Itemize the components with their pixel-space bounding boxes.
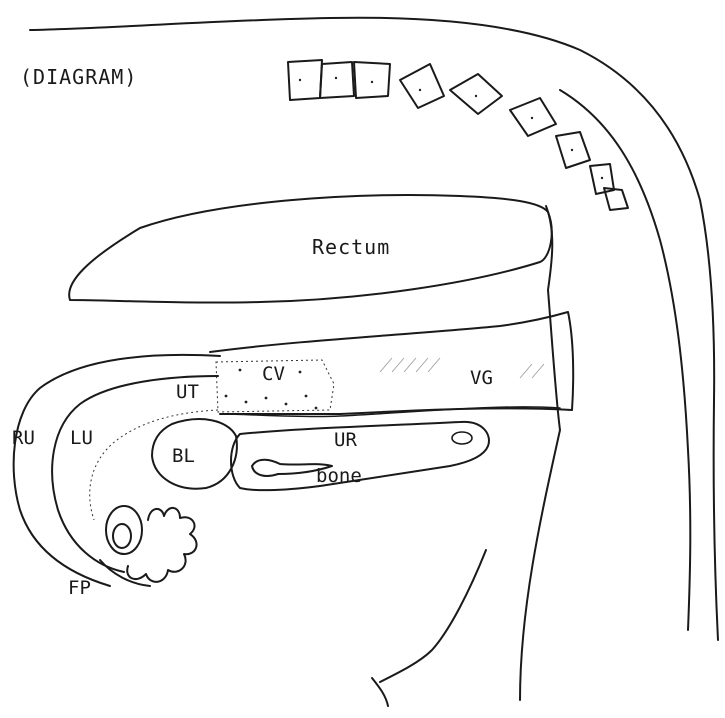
urethra-opening (452, 432, 472, 444)
lower-curve (380, 550, 486, 682)
back-outline (30, 18, 718, 640)
label-ut: UT (176, 381, 199, 403)
label-rectum: Rectum (312, 235, 390, 259)
fallopian-connection (100, 560, 150, 586)
rectum-outline (69, 195, 552, 303)
vertebrae (288, 60, 628, 210)
rectum-to-anus-line (520, 206, 560, 700)
vagina-hatching (380, 358, 544, 378)
label-ur: UR (334, 429, 357, 451)
left-uterine-horn-outline (52, 376, 218, 572)
label-bl: BL (172, 445, 195, 467)
label-bone: bone (316, 465, 362, 487)
diagram-title: (DIAGRAM) (20, 65, 137, 89)
ovary-inner (113, 524, 131, 548)
inner-spine-outline (560, 90, 690, 630)
label-ru: RU (12, 427, 35, 449)
label-cv: CV (262, 363, 285, 385)
label-vg: VG (470, 367, 493, 389)
label-fp: FP (68, 577, 91, 599)
label-lu: LU (70, 427, 93, 449)
